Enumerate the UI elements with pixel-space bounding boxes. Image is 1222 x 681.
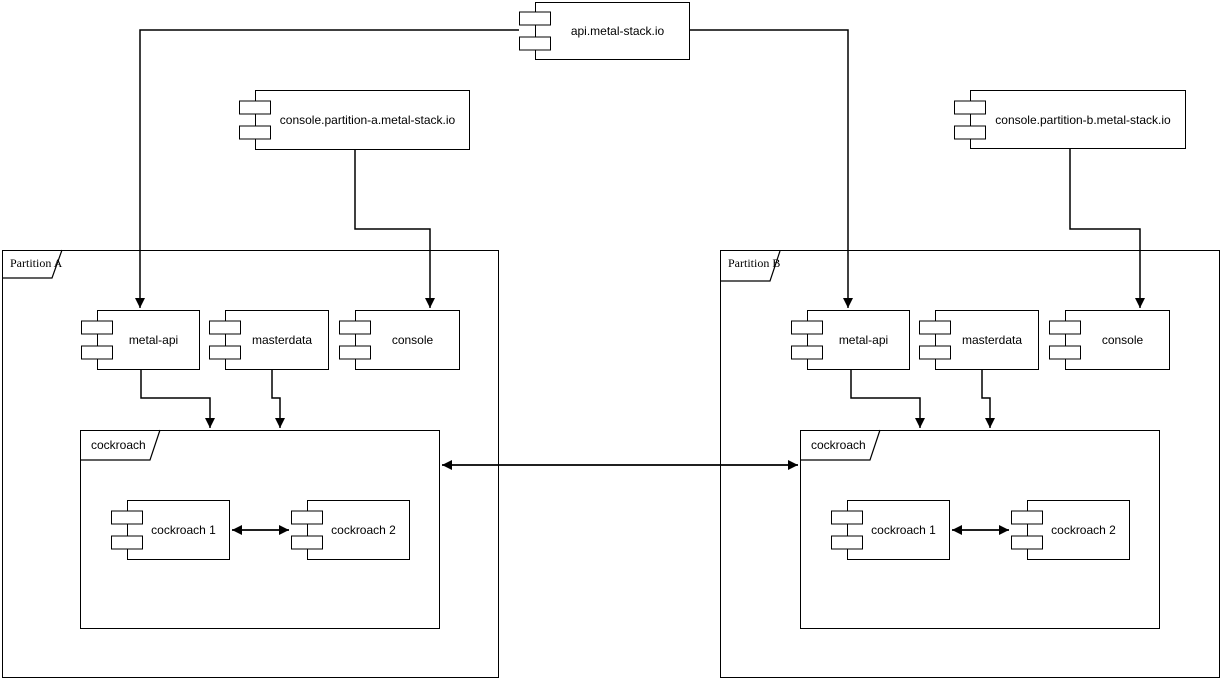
group-cockroach-a-label: cockroach	[91, 438, 146, 452]
group-cockroach-b[interactable]	[800, 430, 1160, 629]
uml-component-icon	[111, 510, 143, 550]
uml-component-icon	[831, 510, 863, 550]
uml-component-icon	[339, 320, 371, 360]
component-cockroach-2-a[interactable]: cockroach 2	[291, 500, 410, 560]
component-label: cockroach 1	[871, 523, 936, 537]
component-label: cockroach 2	[331, 523, 396, 537]
component-label: masterdata	[251, 333, 313, 347]
component-label: api.metal-stack.io	[570, 24, 665, 38]
uml-component-icon	[519, 11, 551, 51]
component-console-b[interactable]: console	[1049, 310, 1170, 370]
uml-component-icon	[291, 510, 323, 550]
uml-component-icon	[1049, 320, 1081, 360]
component-label: cockroach 2	[1051, 523, 1116, 537]
frame-partition-a-label: Partition A	[10, 256, 63, 270]
frame-partition-b[interactable]	[720, 250, 1220, 678]
uml-component-icon	[791, 320, 823, 360]
component-masterdata-b[interactable]: masterdata	[919, 310, 1039, 370]
group-cockroach-b-label: cockroach	[811, 438, 866, 452]
component-api-metal-stack-io[interactable]: api.metal-stack.io	[519, 2, 690, 60]
uml-component-icon	[81, 320, 113, 360]
component-label: console	[391, 333, 434, 347]
component-console-a[interactable]: console	[339, 310, 460, 370]
uml-component-icon	[209, 320, 241, 360]
uml-component-icon	[954, 100, 986, 139]
component-metal-api-a[interactable]: metal-api	[81, 310, 200, 370]
group-cockroach-a[interactable]	[80, 430, 440, 629]
component-label: masterdata	[961, 333, 1023, 347]
component-label: console	[1101, 333, 1144, 347]
component-console-partition-b[interactable]: console.partition-b.metal-stack.io	[954, 90, 1186, 149]
component-masterdata-a[interactable]: masterdata	[209, 310, 329, 370]
uml-component-icon	[1011, 510, 1043, 550]
component-label: metal-api	[838, 333, 889, 347]
component-label: cockroach 1	[151, 523, 216, 537]
component-label: console.partition-a.metal-stack.io	[279, 113, 456, 127]
component-metal-api-b[interactable]: metal-api	[791, 310, 910, 370]
component-cockroach-2-b[interactable]: cockroach 2	[1011, 500, 1130, 560]
uml-component-icon	[919, 320, 951, 360]
frame-partition-b-label: Partition B	[728, 256, 781, 270]
component-console-partition-a[interactable]: console.partition-a.metal-stack.io	[239, 90, 470, 150]
component-label: metal-api	[128, 333, 179, 347]
component-cockroach-1-b[interactable]: cockroach 1	[831, 500, 950, 560]
component-cockroach-1-a[interactable]: cockroach 1	[111, 500, 230, 560]
uml-component-icon	[239, 100, 271, 140]
component-label: console.partition-b.metal-stack.io	[995, 112, 1171, 127]
